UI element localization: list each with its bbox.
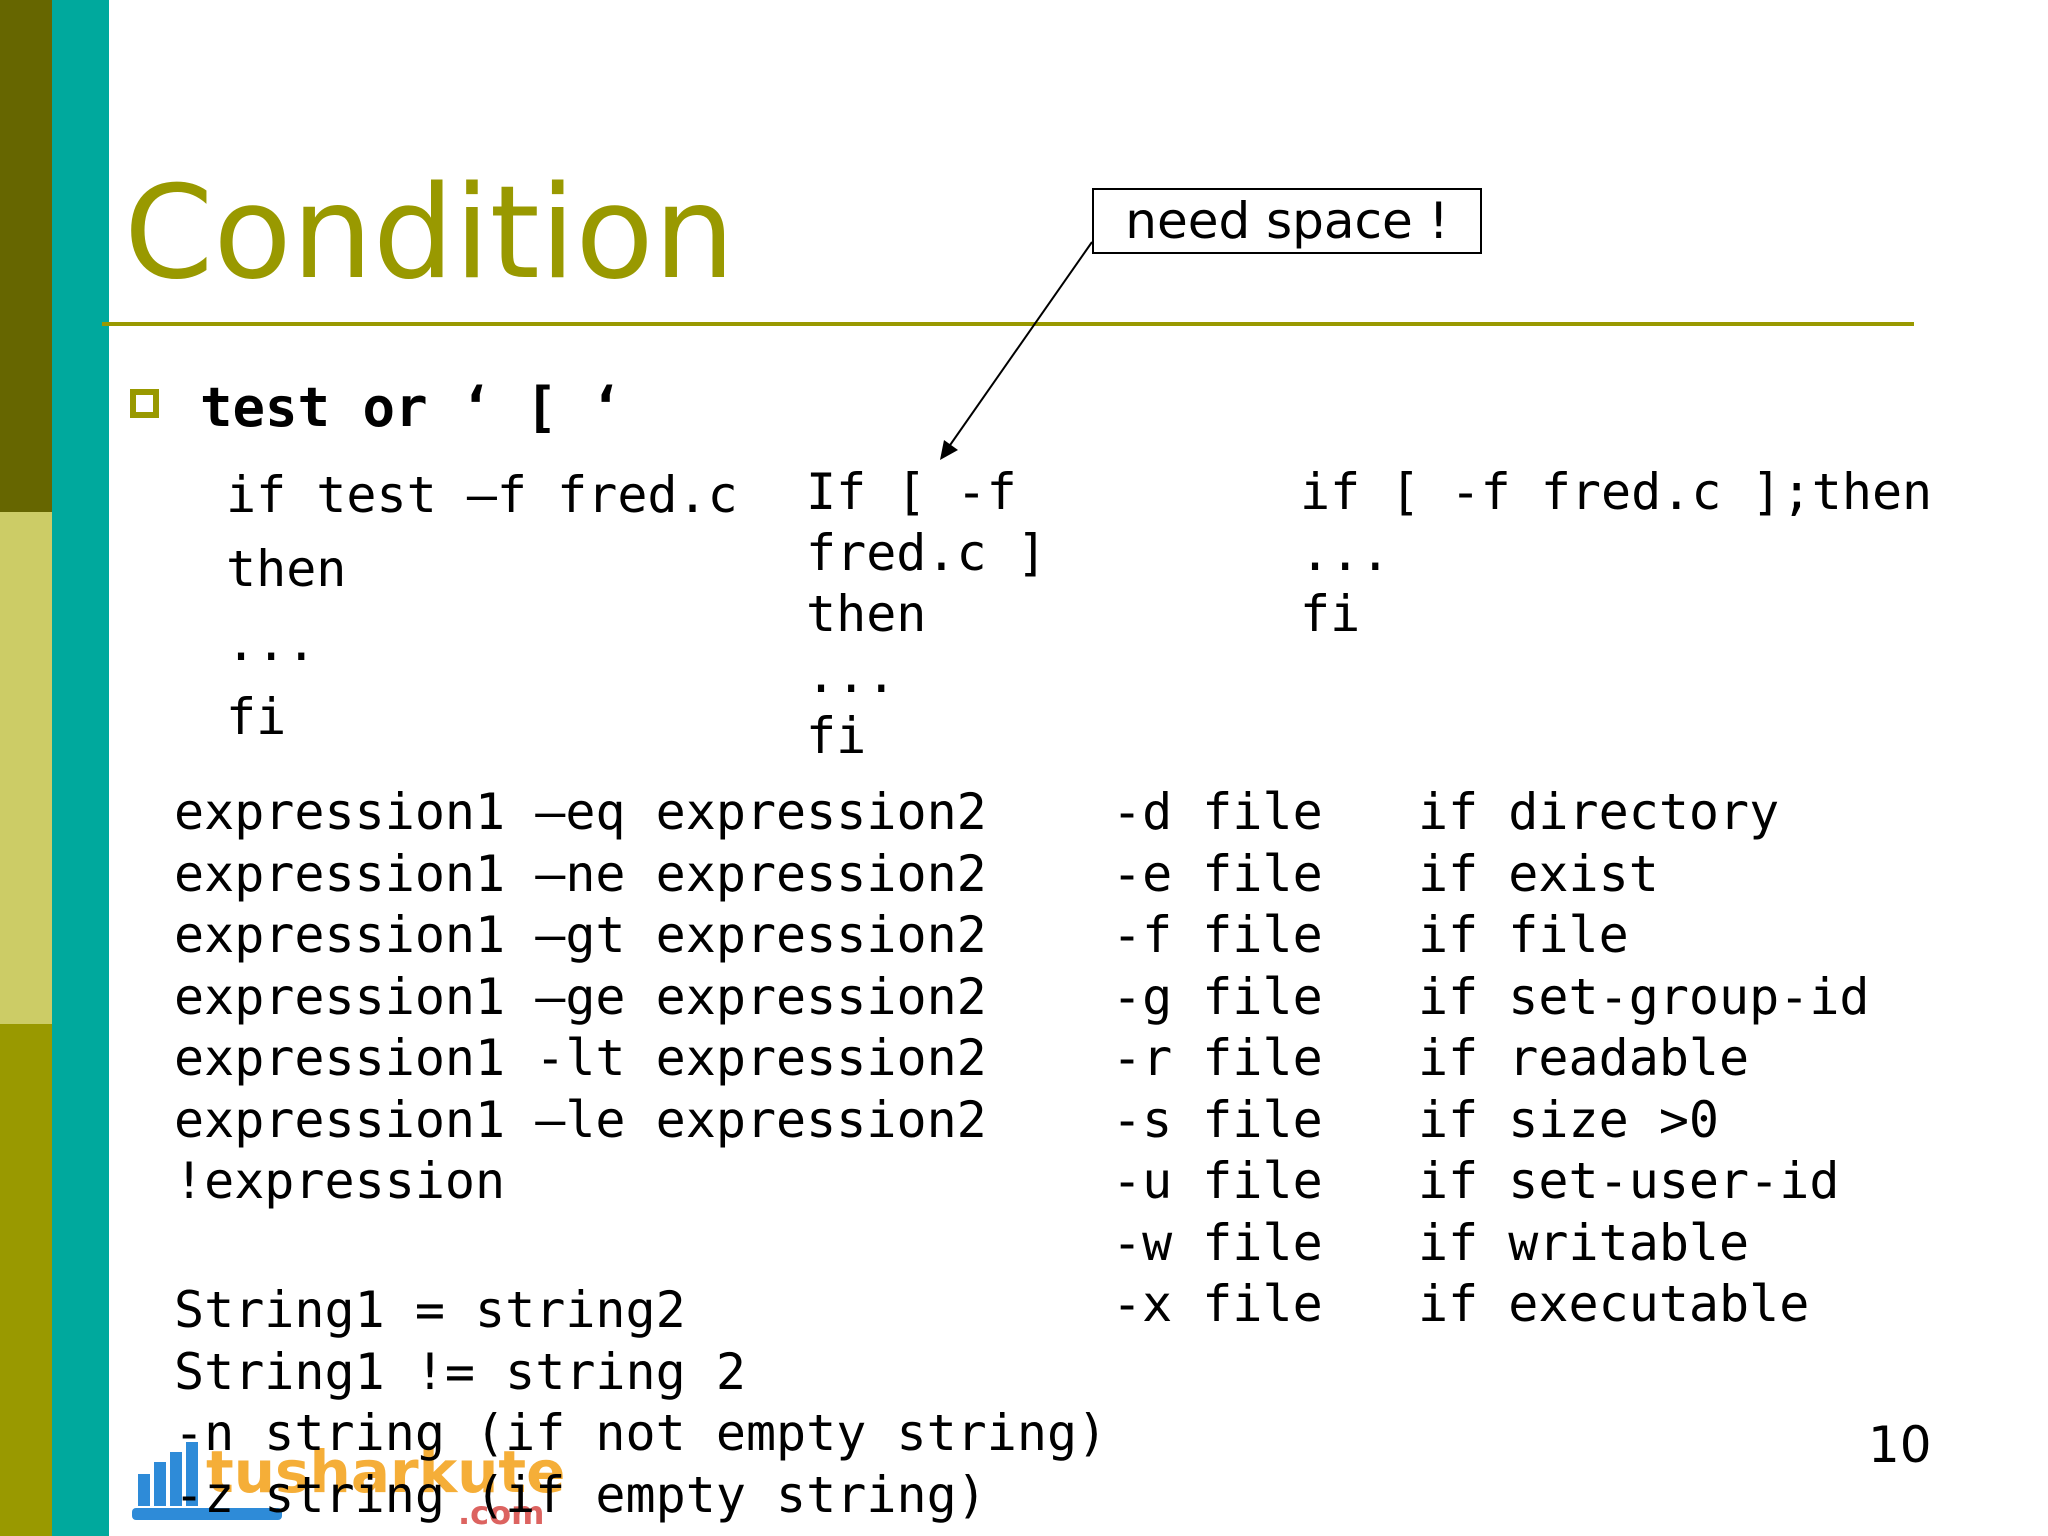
example-bracket-inline: if [ -f fred.c ];then...fi [1300, 462, 1932, 645]
code-line: fred.c ] [806, 524, 1047, 582]
code-line: If [ -f [806, 463, 1017, 521]
file-test-flags: -d file-e file-f file-g file-r file-s fi… [1112, 782, 1323, 1336]
file-test-meaning: if exist [1418, 844, 1659, 903]
side-bar-olive [0, 1024, 52, 1536]
code-line: fi [806, 707, 867, 765]
side-bar-light [0, 512, 52, 1024]
file-test-meaning: if set-group-id [1418, 967, 1870, 1026]
operator-line: !expression [174, 1152, 506, 1210]
file-test-meaning: if readable [1418, 1029, 1750, 1087]
operator-line: expression1 -lt expression2 [174, 1029, 987, 1087]
title-divider [102, 322, 1914, 326]
file-test-meaning: if size >0 [1418, 1090, 1720, 1149]
side-bar-teal [52, 0, 109, 1536]
file-test-flag: -w file [1112, 1213, 1323, 1272]
string-test-line: String1 = string2 [174, 1281, 686, 1339]
logo-suffix: .com [458, 1494, 544, 1532]
operator-line: expression1 –le expression2 [174, 1090, 987, 1149]
operator-line: expression1 –eq expression2 [174, 783, 987, 841]
slide-title: Condition [124, 159, 735, 308]
file-test-flag: -u file [1112, 1152, 1323, 1210]
bullet-icon [130, 389, 159, 418]
logo-text: tusharkute [206, 1438, 566, 1506]
code-line: ... [1300, 524, 1391, 582]
file-test-flag: -g file [1112, 967, 1323, 1026]
file-test-flag: -d file [1112, 783, 1323, 841]
file-test-meaning: if directory [1418, 783, 1780, 841]
file-test-flag: -x file [1112, 1275, 1323, 1333]
file-test-flag: -r file [1112, 1029, 1323, 1087]
example-test: if test –f fred.c then... fi [226, 458, 738, 754]
string-test-line: -n string (if not empty string) [174, 1404, 1108, 1462]
code-line: if test –f fred.c [226, 466, 738, 524]
file-test-meaning: if file [1418, 906, 1629, 964]
logo-image: tusharkute .com [132, 1438, 566, 1532]
callout-box: need space ! [1092, 188, 1482, 254]
file-test-flag: -e file [1112, 844, 1323, 903]
operator-line: expression1 –ne expression2 [174, 844, 987, 903]
code-line: ... [226, 614, 317, 672]
file-test-meaning: if executable [1418, 1275, 1810, 1333]
code-line: fi [1300, 585, 1361, 643]
operator-line: expression1 –gt expression2 [174, 906, 987, 964]
code-line: fi [226, 688, 287, 746]
code-line: then [806, 585, 927, 643]
bullet-text: test or ‘ [ ‘ [200, 376, 623, 439]
file-test-meaning: if writable [1418, 1213, 1750, 1272]
code-line: if [ -f fred.c ];then [1300, 463, 1933, 521]
file-test-meaning: if set-user-id [1418, 1152, 1840, 1210]
string-test-line: -z string (if empty string) [174, 1465, 987, 1524]
operator-line: expression1 –ge expression2 [174, 967, 987, 1026]
code-line: then [226, 540, 347, 598]
file-test-flag: -s file [1112, 1090, 1323, 1149]
page-number: 10 [1868, 1416, 1932, 1474]
string-test-line: String1 != string 2 [174, 1342, 746, 1401]
side-bar-dark [0, 0, 52, 512]
code-line: ... [806, 646, 897, 704]
file-test-flag: -f file [1112, 906, 1323, 964]
